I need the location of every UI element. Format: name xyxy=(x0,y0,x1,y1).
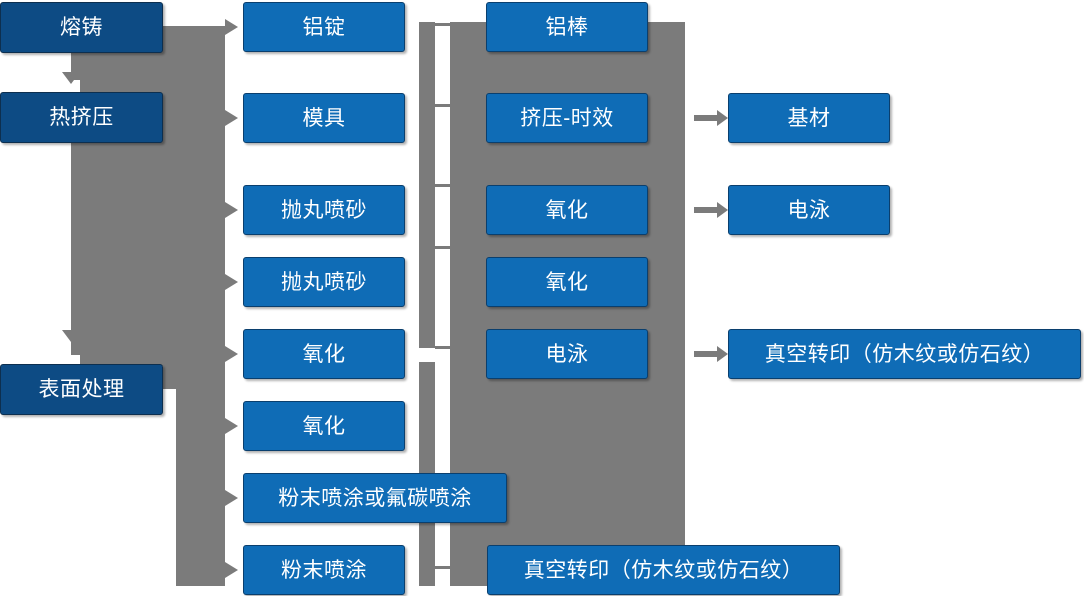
arrow-head xyxy=(717,346,728,362)
node-mold-label: 模具 xyxy=(302,106,346,130)
node-electrophoresis-1[interactable]: 电泳 xyxy=(486,329,648,379)
node-aluminum-ingot[interactable]: 铝锭 xyxy=(243,2,405,52)
node-mold[interactable]: 模具 xyxy=(243,93,405,143)
arrow-to-vacuum-transfer xyxy=(694,346,728,362)
node-oxidation-2[interactable]: 氧化 xyxy=(243,401,405,451)
stage-surface-treatment-label: 表面处理 xyxy=(38,378,125,401)
node-oxidation-1[interactable]: 氧化 xyxy=(243,329,405,379)
arrow-stem xyxy=(694,207,717,213)
arrow-to-powder-or-fluorocarbon-spray xyxy=(225,490,238,506)
arrow-to-mold xyxy=(225,110,238,126)
node-electrophoresis-2-label: 电泳 xyxy=(787,198,831,222)
arrow-to-powder-spray xyxy=(225,562,238,578)
connector-spine-upper xyxy=(80,26,225,366)
arrow-to-oxidation-1 xyxy=(225,346,238,362)
node-oxidation-3-label: 氧化 xyxy=(545,198,589,222)
node-powder-or-fluorocarbon-spray-label: 粉末喷涂或氟碳喷涂 xyxy=(278,486,472,510)
arrow-to-shot-blasting-1 xyxy=(225,202,238,218)
node-oxidation-2-label: 氧化 xyxy=(302,414,346,438)
node-electrophoresis-1-label: 电泳 xyxy=(545,342,589,366)
node-vacuum-transfer[interactable]: 真空转印（仿木纹或仿石纹） xyxy=(728,329,1081,379)
stage-surface-treatment[interactable]: 表面处理 xyxy=(0,364,163,415)
node-aluminum-rod[interactable]: 铝棒 xyxy=(486,2,648,52)
node-oxidation-4-label: 氧化 xyxy=(545,270,589,294)
stage-hot-extrusion[interactable]: 热挤压 xyxy=(0,92,163,143)
node-shot-blasting-2-label: 抛丸喷砂 xyxy=(281,270,367,294)
node-extrusion-aging-label: 挤压-时效 xyxy=(520,106,614,130)
arrow-down-to-surface-treatment xyxy=(62,330,80,342)
stage-melting-casting-label: 熔铸 xyxy=(60,16,103,39)
arrow-down-to-hot-extrusion xyxy=(62,72,80,84)
stage-melting-casting[interactable]: 熔铸 xyxy=(0,2,163,53)
arrow-to-oxidation-2 xyxy=(225,418,238,434)
node-shot-blasting-1[interactable]: 抛丸喷砂 xyxy=(243,185,405,235)
node-oxidation-3[interactable]: 氧化 xyxy=(486,185,648,235)
arrow-head xyxy=(717,110,728,126)
arrow-to-aluminum-ingot xyxy=(225,19,238,35)
node-aluminum-rod-label: 铝棒 xyxy=(545,15,589,39)
node-shot-blasting-1-label: 抛丸喷砂 xyxy=(281,198,367,222)
node-base-material-label: 基材 xyxy=(787,106,831,130)
arrow-stem xyxy=(694,115,717,121)
node-vacuum-transfer-bottom[interactable]: 真空转印（仿木纹或仿石纹） xyxy=(487,545,840,595)
connector-rail-left-upper xyxy=(419,22,435,348)
node-shot-blasting-2[interactable]: 抛丸喷砂 xyxy=(243,257,405,307)
arrow-to-electrophoresis-2 xyxy=(694,202,728,218)
node-electrophoresis-2[interactable]: 电泳 xyxy=(728,185,890,235)
connector-spine-lower xyxy=(176,366,225,586)
node-aluminum-ingot-label: 铝锭 xyxy=(302,15,346,39)
node-base-material[interactable]: 基材 xyxy=(728,93,890,143)
arrow-head xyxy=(717,202,728,218)
node-extrusion-aging[interactable]: 挤压-时效 xyxy=(486,93,648,143)
node-powder-or-fluorocarbon-spray[interactable]: 粉末喷涂或氟碳喷涂 xyxy=(243,473,507,523)
arrow-to-shot-blasting-2 xyxy=(225,274,238,290)
node-powder-spray[interactable]: 粉末喷涂 xyxy=(243,545,405,595)
stage-hot-extrusion-label: 热挤压 xyxy=(49,106,114,129)
node-powder-spray-label: 粉末喷涂 xyxy=(281,558,367,582)
node-vacuum-transfer-label: 真空转印（仿木纹或仿石纹） xyxy=(764,342,1045,366)
node-oxidation-4[interactable]: 氧化 xyxy=(486,257,648,307)
arrow-stem xyxy=(694,351,717,357)
connector-spine-surface-stub xyxy=(163,353,183,389)
arrow-to-base-material xyxy=(694,110,728,126)
node-vacuum-transfer-bottom-label: 真空转印（仿木纹或仿石纹） xyxy=(523,558,804,582)
node-oxidation-1-label: 氧化 xyxy=(302,342,346,366)
